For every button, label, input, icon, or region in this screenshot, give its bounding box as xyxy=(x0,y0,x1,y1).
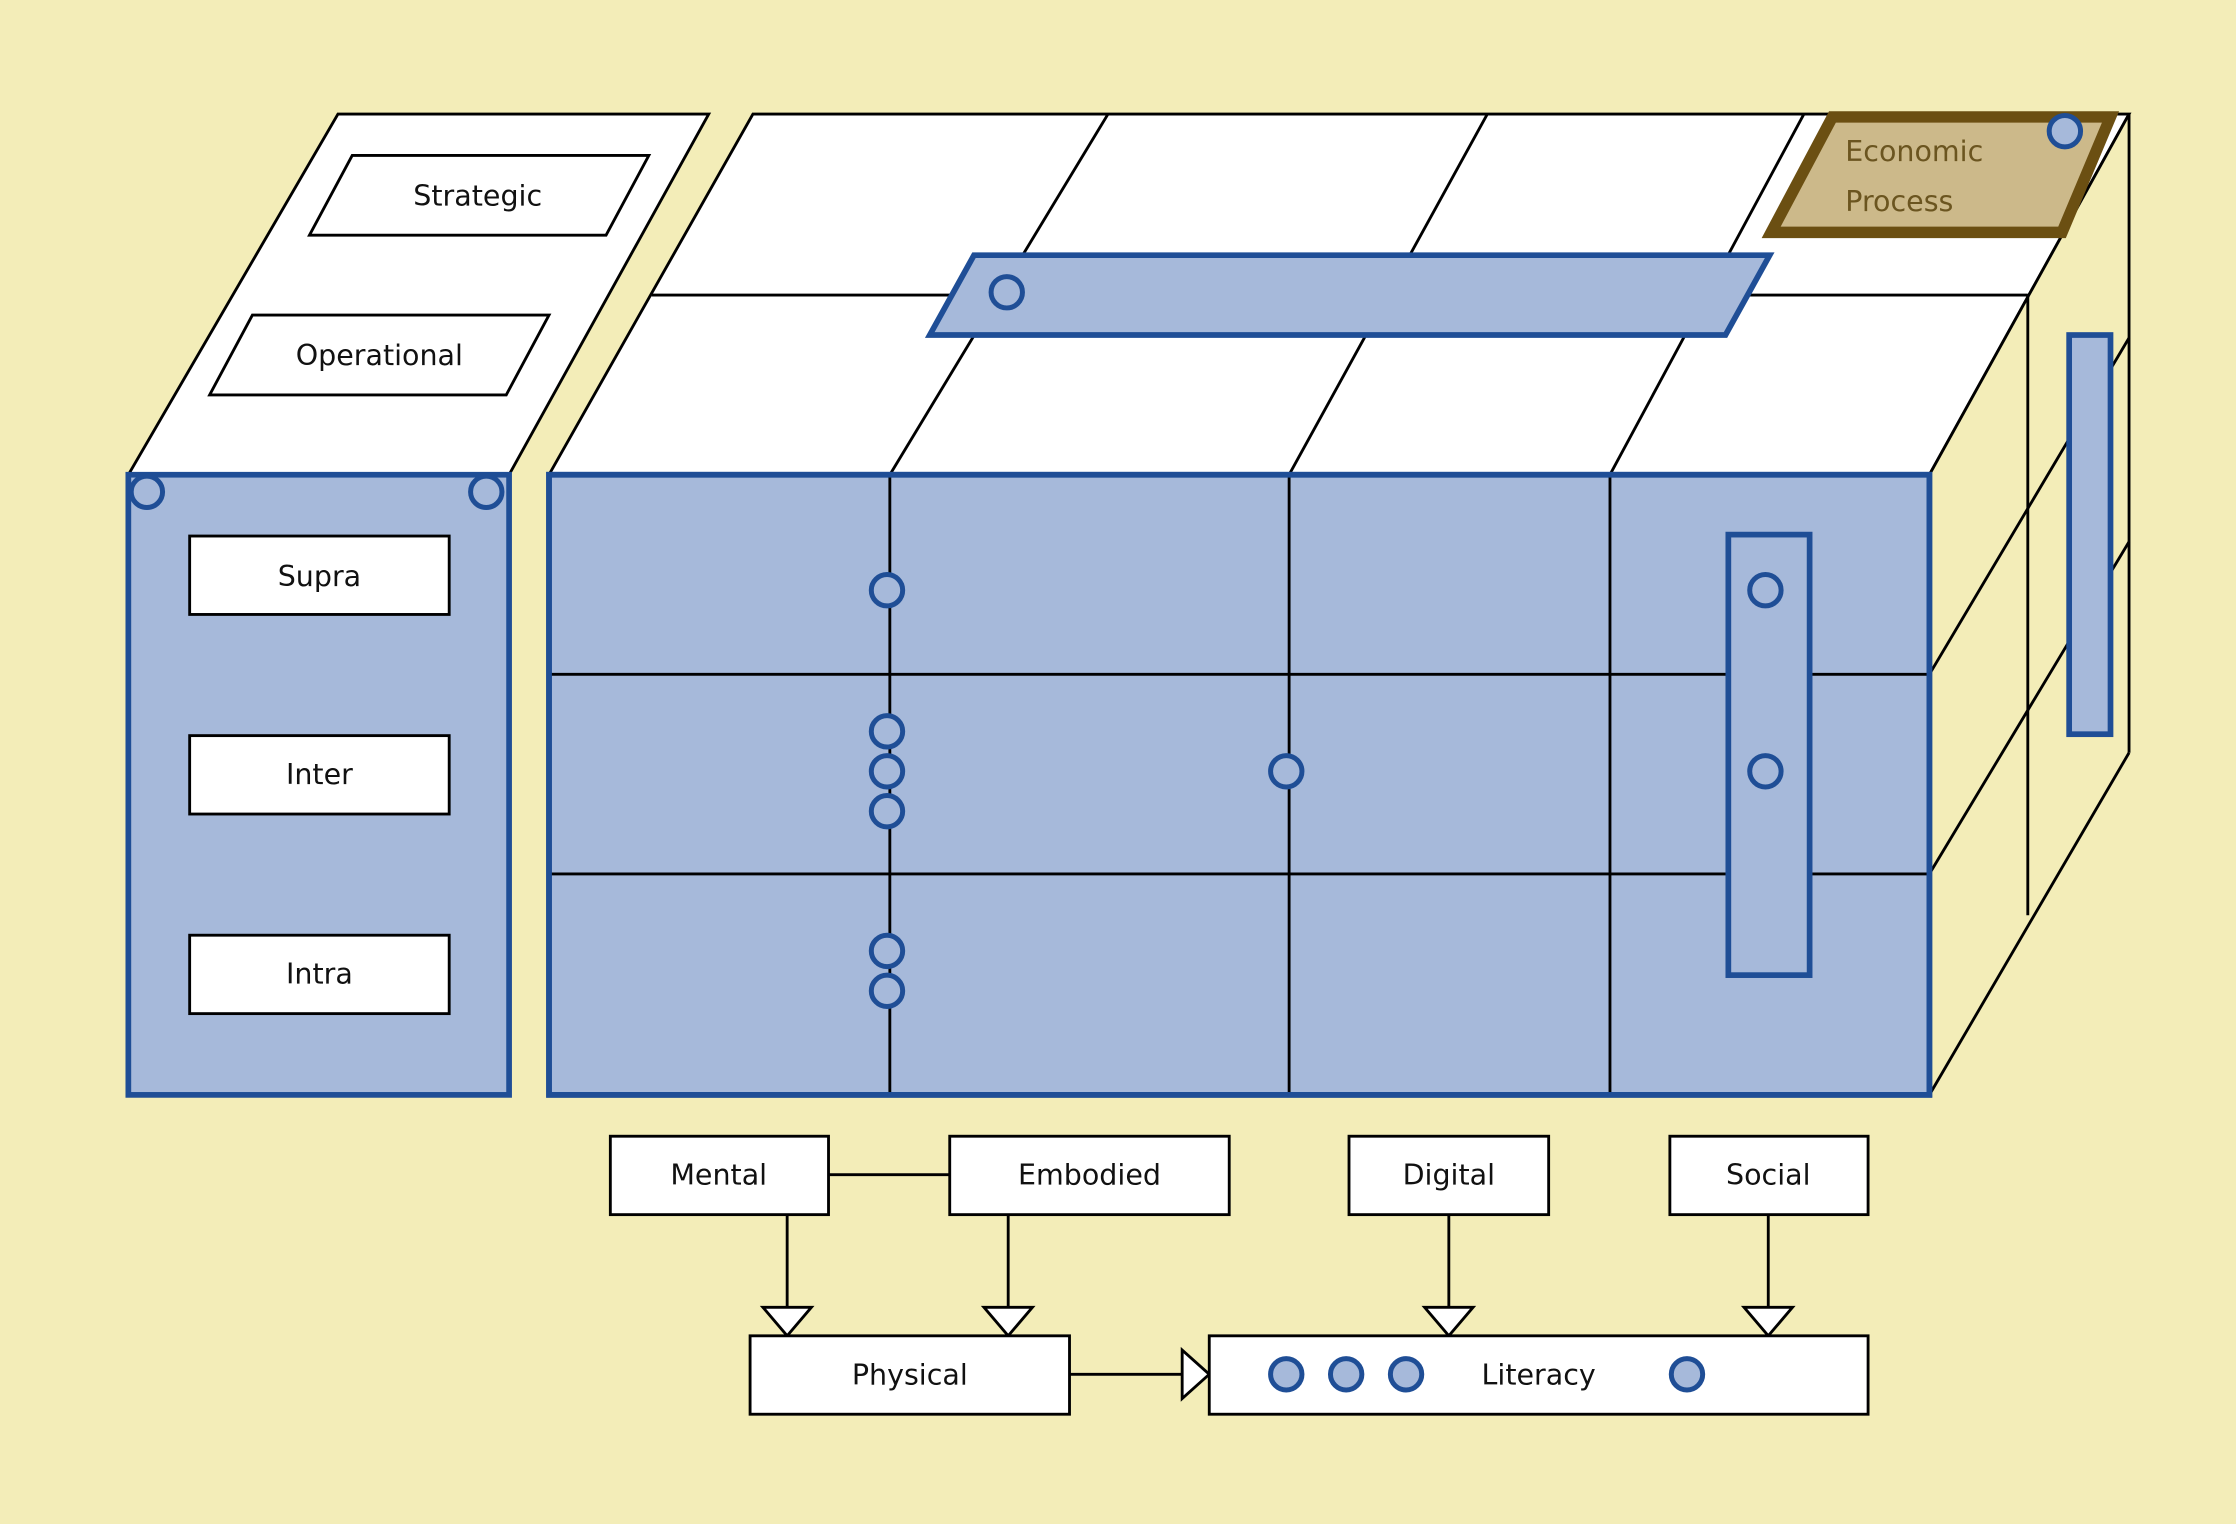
literacy-shape xyxy=(1207,1334,1870,1416)
grid-marker[interactable] xyxy=(868,753,906,790)
operational-label: Operational xyxy=(296,339,463,372)
strategic-shape xyxy=(307,153,652,237)
inter-box[interactable]: Inter xyxy=(188,734,451,816)
literacy-marker[interactable] xyxy=(1668,1356,1706,1393)
right-face-edge-top xyxy=(1928,113,2131,476)
arrowhead-icon xyxy=(1740,1305,1796,1339)
top-band-marker[interactable] xyxy=(988,274,1025,311)
social-label: Social xyxy=(1726,1159,1811,1192)
literacy-box[interactable]: Literacy xyxy=(1207,1334,1870,1416)
supra-label: Supra xyxy=(278,560,361,593)
economic-process-label-line1: Economic xyxy=(1845,135,1983,168)
grid-marker[interactable] xyxy=(868,972,906,1009)
main-front-face xyxy=(546,471,1933,1098)
social-bar-marker-middle[interactable] xyxy=(1747,753,1784,790)
social-shape xyxy=(1668,1134,1870,1217)
intra-label: Intra xyxy=(286,958,353,991)
arrowhead-icon xyxy=(1421,1305,1477,1339)
left-panel: Strategic Operational Supra Inter Intra xyxy=(125,112,712,1098)
mental-label: Mental xyxy=(670,1159,767,1192)
digital-box[interactable]: Digital xyxy=(1347,1134,1551,1217)
bottom-hierarchy: Mental Embodied Digital Social Physical … xyxy=(608,1134,1870,1416)
left-panel-marker-left[interactable] xyxy=(128,473,166,511)
physical-label: Physical xyxy=(852,1358,968,1391)
social-bar-marker-top[interactable] xyxy=(1747,572,1784,609)
top-band-shape xyxy=(924,252,1775,338)
top-band[interactable] xyxy=(924,252,1775,338)
arrowhead-icon xyxy=(980,1305,1036,1339)
arrowhead-icon xyxy=(1180,1346,1212,1402)
economic-process-shape xyxy=(1761,111,2120,239)
embodied-box[interactable]: Embodied xyxy=(948,1134,1231,1217)
economic-process-box[interactable]: Economic Process xyxy=(1761,111,2120,239)
arrowhead-icon xyxy=(759,1305,815,1339)
intra-box[interactable]: Intra xyxy=(188,933,451,1016)
main-block: Economic Process xyxy=(546,111,2132,1098)
inter-label: Inter xyxy=(286,758,353,791)
embodied-shape xyxy=(948,1134,1231,1217)
embodied-label: Embodied xyxy=(1018,1159,1161,1192)
left-panel-marker-right[interactable] xyxy=(468,473,505,511)
literacy-label: Literacy xyxy=(1482,1358,1596,1391)
main-front-face-border xyxy=(546,471,1933,1098)
social-column-bar[interactable] xyxy=(1725,531,1813,978)
supra-box[interactable]: Supra xyxy=(188,534,451,616)
literacy-marker[interactable] xyxy=(1387,1356,1425,1393)
digital-label: Digital xyxy=(1403,1159,1495,1192)
economic-process-marker[interactable] xyxy=(2046,112,2084,150)
operational-box[interactable]: Operational xyxy=(207,313,552,397)
inter-shape xyxy=(188,734,451,816)
right-face-bar[interactable] xyxy=(2066,332,2114,738)
intra-shape xyxy=(188,933,451,1016)
grid-marker[interactable] xyxy=(868,932,906,970)
right-face-edge-bottom xyxy=(1928,752,2131,1096)
grid-marker[interactable] xyxy=(868,793,906,830)
digital-shape xyxy=(1347,1134,1551,1217)
physical-shape xyxy=(748,1334,1071,1416)
grid-marker[interactable] xyxy=(868,713,906,750)
economic-process-label-line2: Process xyxy=(1845,185,1953,218)
strategic-box[interactable]: Strategic xyxy=(307,153,652,237)
operational-shape xyxy=(207,313,552,397)
grid-marker[interactable] xyxy=(868,572,906,609)
physical-box[interactable]: Physical xyxy=(748,1334,1071,1416)
supra-shape xyxy=(188,534,451,616)
mental-shape xyxy=(608,1134,830,1217)
social-box[interactable]: Social xyxy=(1668,1134,1870,1217)
strategic-label: Strategic xyxy=(413,179,542,212)
literacy-marker[interactable] xyxy=(1268,1356,1305,1393)
literacy-marker[interactable] xyxy=(1327,1356,1365,1393)
mental-box[interactable]: Mental xyxy=(608,1134,830,1217)
grid-marker[interactable] xyxy=(1268,753,1305,790)
